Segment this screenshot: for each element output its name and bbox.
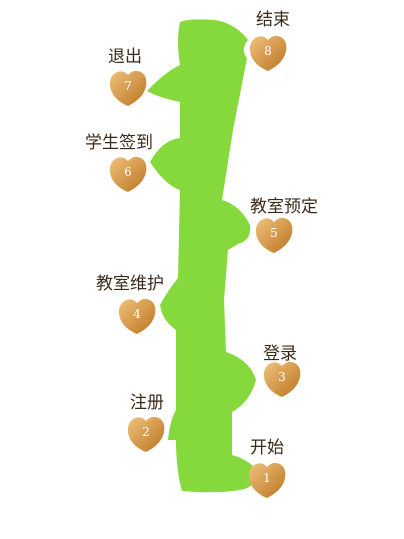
step-label-8[interactable]: 结束	[256, 10, 290, 30]
step-badge-1[interactable]: 1	[245, 458, 289, 502]
step-badge-6[interactable]: 6	[106, 152, 150, 196]
step-number-2: 2	[142, 425, 150, 439]
step-number-4: 4	[133, 307, 141, 321]
leaf-badge-icon	[118, 298, 156, 334]
leaf-badge-icon	[249, 35, 287, 71]
step-number-1: 1	[263, 471, 271, 485]
vine-stem	[147, 19, 258, 493]
step-badge-3[interactable]: 3	[260, 357, 304, 401]
leaf-badge-icon	[255, 217, 293, 253]
step-label-4[interactable]: 教室维护	[96, 274, 164, 294]
step-label-2[interactable]: 注册	[130, 393, 164, 413]
leaf-badge-icon	[248, 462, 286, 498]
step-number-7: 7	[124, 79, 132, 93]
leaf-badge-icon	[263, 361, 301, 397]
step-label-3[interactable]: 登录	[263, 344, 297, 364]
step-number-6: 6	[124, 165, 132, 179]
step-label-1[interactable]: 开始	[250, 438, 284, 458]
step-badge-2[interactable]: 2	[124, 412, 168, 456]
leaf-badge-icon	[109, 70, 147, 106]
step-badge-5[interactable]: 5	[252, 213, 296, 257]
leaf-badge-icon	[127, 416, 165, 452]
step-label-5[interactable]: 教室预定	[250, 197, 318, 217]
step-number-8: 8	[264, 44, 272, 58]
step-number-5: 5	[270, 226, 278, 240]
step-label-7[interactable]: 退出	[108, 47, 142, 67]
leaf-badge-icon	[109, 156, 147, 192]
step-badge-4[interactable]: 4	[115, 294, 159, 338]
step-badge-7[interactable]: 7	[106, 66, 150, 110]
step-number-3: 3	[278, 370, 286, 384]
step-label-6[interactable]: 学生签到	[85, 133, 153, 153]
step-badge-8[interactable]: 8	[246, 31, 290, 75]
